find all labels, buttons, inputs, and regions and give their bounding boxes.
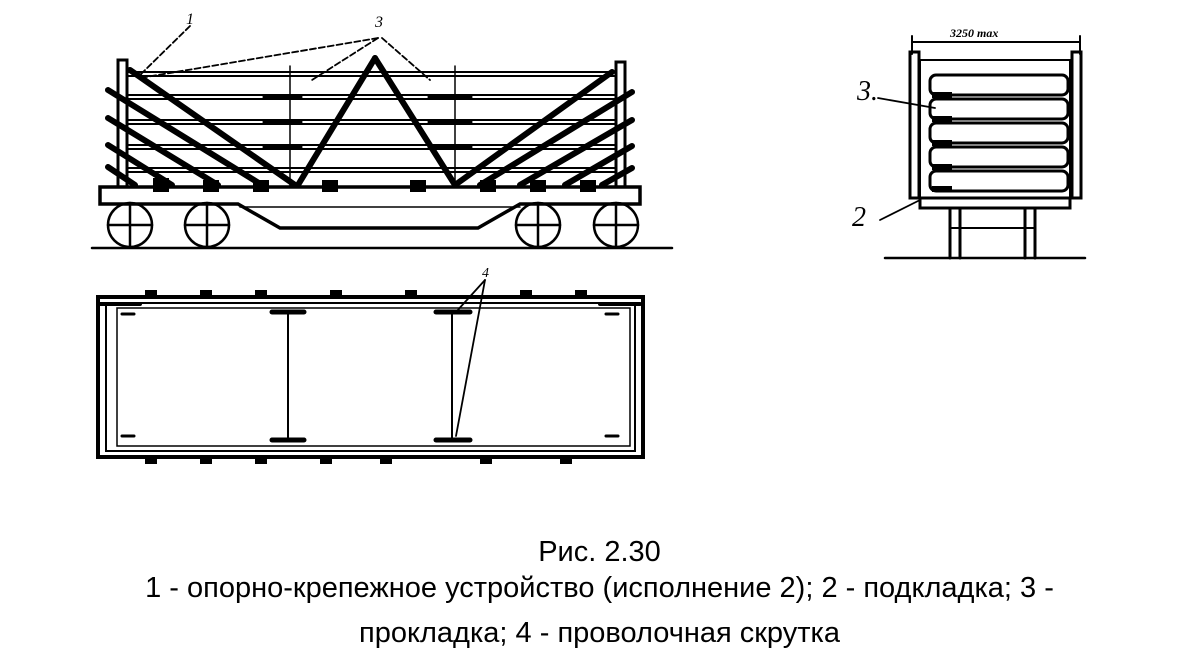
end-stake-l bbox=[908, 50, 921, 200]
leaders-top bbox=[455, 279, 486, 437]
wire-twists bbox=[120, 309, 620, 443]
figure-caption-line1: 1 - опорно-крепежное устройство (исполне… bbox=[145, 572, 1054, 604]
support-device-left bbox=[105, 67, 298, 188]
callout-3-end: 3. bbox=[856, 76, 878, 107]
spacers bbox=[262, 94, 473, 150]
dimension-label: 3250 max bbox=[949, 26, 998, 40]
figure-caption-line2: прокладка; 4 - проволочная скрутка bbox=[359, 617, 840, 649]
platform-outline bbox=[96, 295, 645, 459]
cargo-bundles bbox=[928, 73, 1070, 193]
end-frame bbox=[918, 196, 1072, 210]
bolsters bbox=[153, 178, 596, 192]
leaders-side bbox=[139, 25, 431, 81]
callout-3-side: 3 bbox=[374, 14, 383, 31]
end-stake-r bbox=[1070, 50, 1083, 200]
stake-pockets bbox=[145, 290, 587, 464]
callout-1: 1 bbox=[186, 11, 194, 28]
wagon-frame bbox=[98, 185, 642, 230]
support-device-center bbox=[295, 55, 458, 188]
side-view: 1 3 bbox=[90, 11, 674, 250]
wheels bbox=[106, 201, 640, 249]
support-device-right bbox=[452, 69, 635, 188]
leaders-end bbox=[877, 97, 936, 221]
callout-2: 2 bbox=[852, 202, 866, 233]
end-view: 3250 max 3. 2 bbox=[852, 26, 1087, 260]
callout-4: 4 bbox=[482, 266, 489, 281]
top-view: 4 bbox=[96, 266, 645, 464]
figure-title: Рис. 2.30 bbox=[538, 536, 661, 568]
